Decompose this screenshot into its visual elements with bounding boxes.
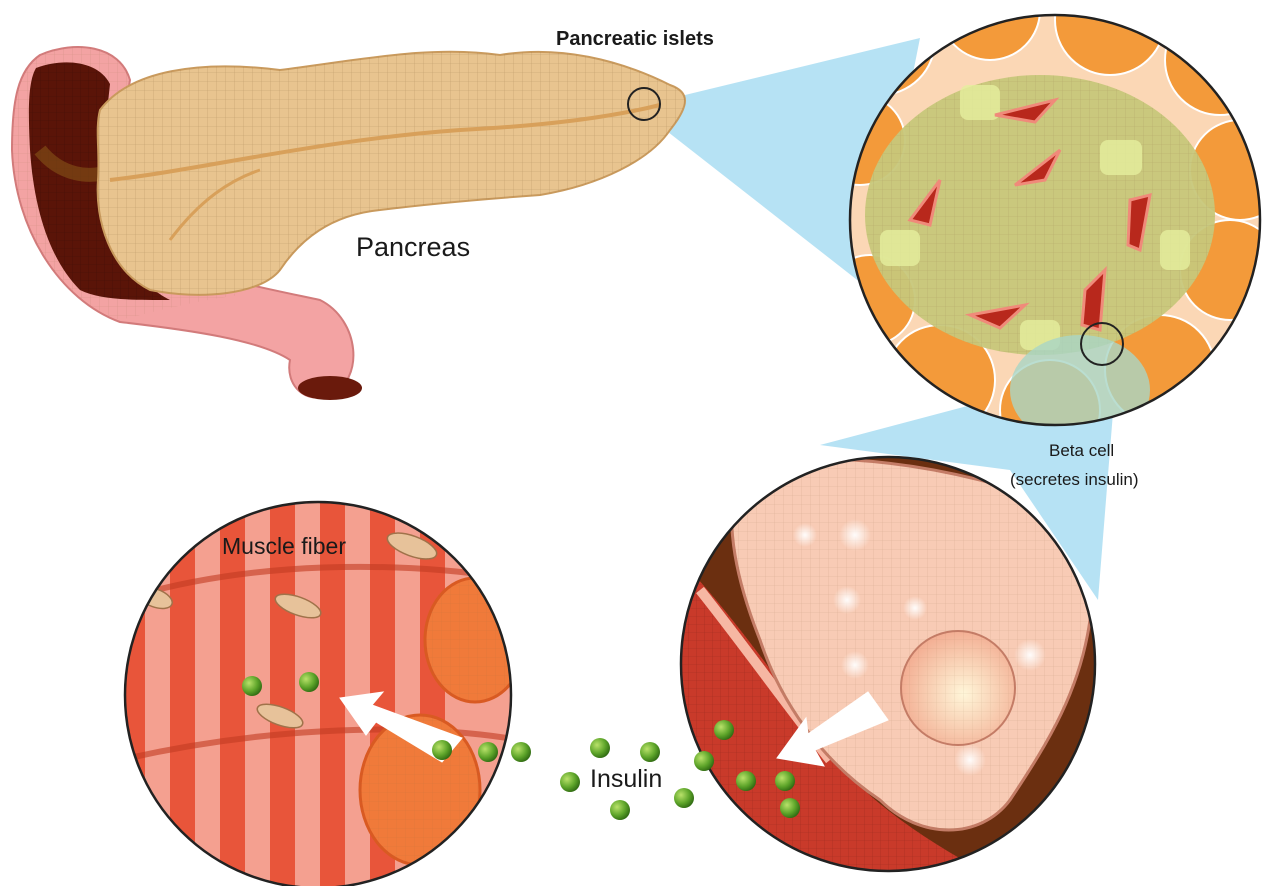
green-sphere-icon — [299, 672, 319, 692]
diagram-title: Pancreatic islets — [556, 28, 714, 51]
green-sphere-icon — [242, 676, 262, 696]
green-sphere-icon — [511, 742, 531, 762]
green-sphere-icon — [780, 798, 800, 818]
green-sphere-icon — [714, 720, 734, 740]
green-sphere-icon — [610, 800, 630, 820]
green-sphere-icon — [478, 742, 498, 762]
green-sphere-icon — [674, 788, 694, 808]
muscle-fiber-label: Muscle fiber — [222, 533, 346, 560]
green-sphere-icon — [560, 772, 580, 792]
beta-cell-caption: (secretes insulin) — [1010, 470, 1139, 490]
green-sphere-icon — [775, 771, 795, 791]
green-sphere-icon — [432, 740, 452, 760]
beta-cell-label: Beta cell — [1049, 441, 1114, 461]
green-sphere-icon — [694, 751, 714, 771]
green-sphere-icon — [590, 738, 610, 758]
green-sphere-icon — [640, 742, 660, 762]
insulin-label: Insulin — [590, 765, 662, 794]
green-sphere-icon — [736, 771, 756, 791]
beta-cell-vessel-view — [680, 457, 1095, 880]
pancreas-label: Pancreas — [356, 232, 470, 263]
